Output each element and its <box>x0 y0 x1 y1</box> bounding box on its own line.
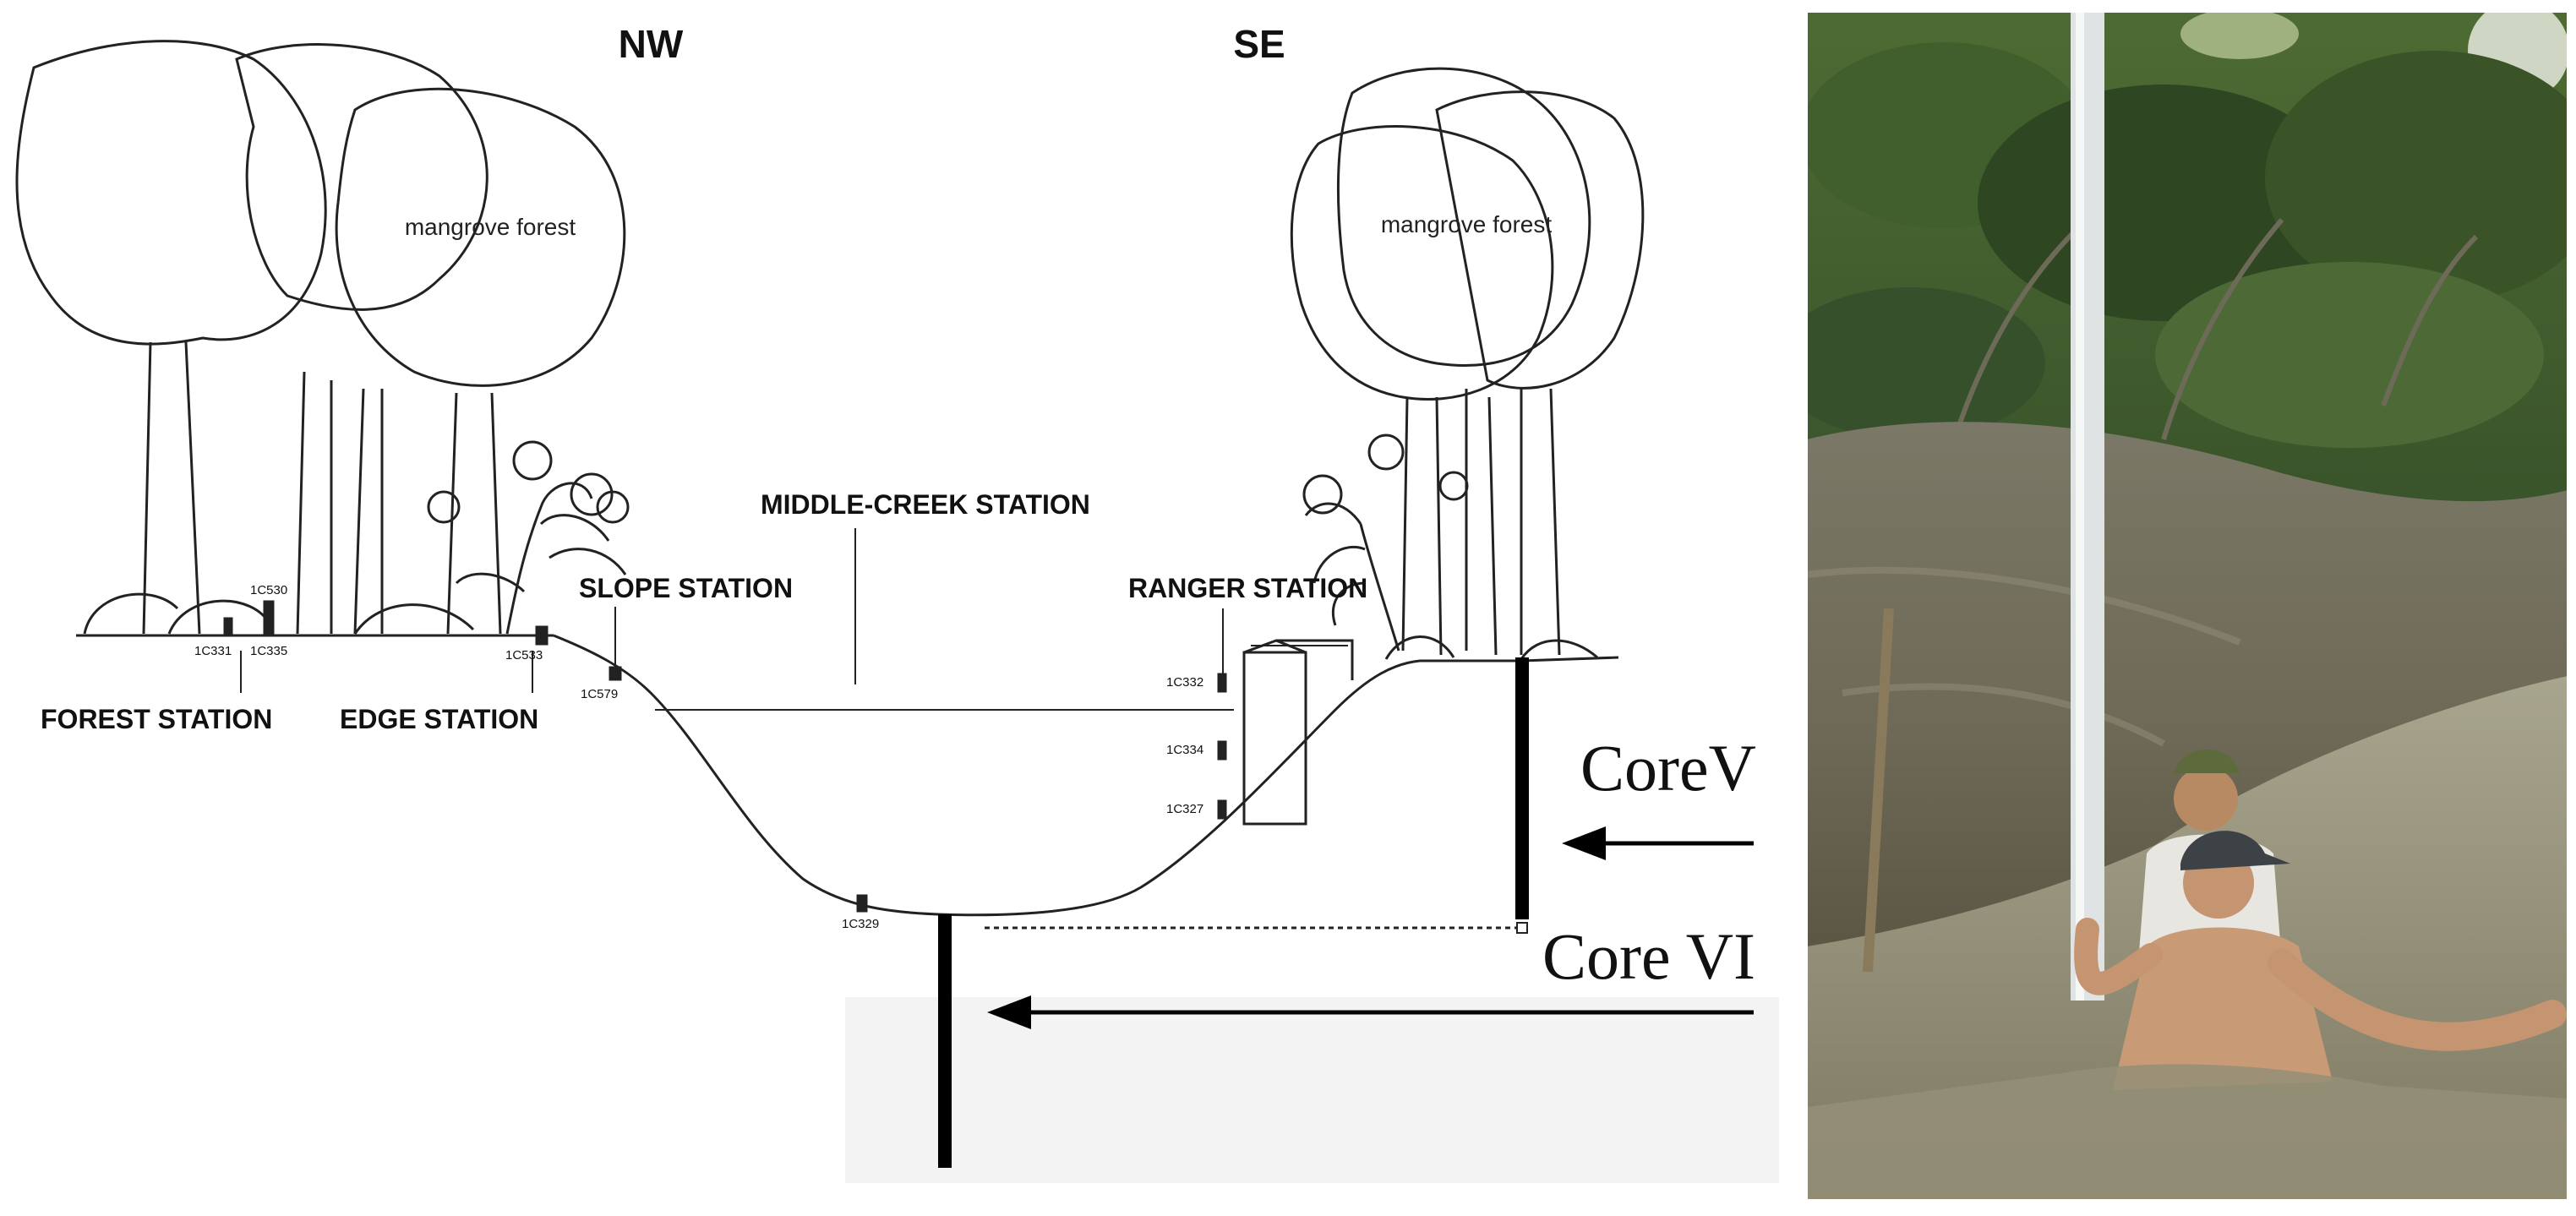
right-trunk-3 <box>1520 388 1561 656</box>
edge-stake <box>535 625 548 646</box>
sample-code-forest-a: 1C530 <box>250 583 287 597</box>
sample-code-forest-b: 1C331 <box>194 644 232 658</box>
left-tree-crown-2 <box>235 43 488 311</box>
left-forest-label: mangrove forest <box>405 214 576 240</box>
middle-creek-station-label: MIDDLE-CREEK STATION <box>761 489 1090 520</box>
right-tree-crown-3 <box>1290 125 1554 401</box>
left-prop-roots <box>83 592 475 635</box>
core-v-base-marker <box>1516 922 1528 934</box>
ranger-stake-mid <box>1217 740 1227 761</box>
sample-code-forest-c: 1C335 <box>250 644 287 658</box>
edge-station-label: EDGE STATION <box>340 704 538 734</box>
right-shrub <box>1304 502 1400 652</box>
field-photo <box>1806 11 2568 1201</box>
core-v-bar <box>1515 657 1529 919</box>
right-trunk-2 <box>1465 389 1498 656</box>
creek-profile <box>553 634 1619 917</box>
slope-stake <box>609 666 622 681</box>
left-shrub <box>455 482 627 635</box>
forest-stake-a <box>263 600 275 637</box>
core-vi-label: Core VI <box>1542 919 1755 993</box>
core-v-arrow <box>1562 826 1754 860</box>
left-trunk-1 <box>142 341 201 635</box>
cross-section-diagram: mangrove forest <box>15 40 1779 1183</box>
sample-code-creek-bottom: 1C329 <box>842 917 879 931</box>
left-tree-crown-1 <box>15 40 327 346</box>
right-forest: mangrove forest <box>1290 67 1645 660</box>
ranger-station-box <box>1242 639 1354 826</box>
ranger-stake-top <box>1217 673 1227 693</box>
core-vi-bar <box>938 914 952 1168</box>
core-background-shade <box>845 997 1779 1183</box>
left-trunk-2 <box>296 371 333 635</box>
sample-code-slope: 1C579 <box>581 687 618 701</box>
left-shrub-leaf-4 <box>427 490 461 524</box>
left-tree-crown-3 <box>335 87 626 387</box>
sample-code-edge: 1C533 <box>505 648 543 663</box>
left-trunk-4 <box>446 392 502 635</box>
right-shrub-leaf-2 <box>1302 474 1343 515</box>
ranger-station-label: RANGER STATION <box>1128 573 1367 603</box>
left-shrub-leaf-1 <box>512 440 553 481</box>
forest-station-label: FOREST STATION <box>41 704 272 734</box>
sample-code-ranger-low: 1C327 <box>1166 802 1203 816</box>
right-shrub-leaf-3 <box>1438 471 1469 501</box>
creek-bottom-stake <box>856 894 868 913</box>
slope-station-label: SLOPE STATION <box>579 573 793 603</box>
left-shrub-leaf-3 <box>596 490 630 524</box>
forest-stake-b <box>223 617 233 637</box>
right-prop-roots <box>1384 635 1598 660</box>
direction-nw: NW <box>619 22 684 66</box>
sample-code-ranger-top: 1C332 <box>1166 675 1203 690</box>
sample-code-ranger-mid: 1C334 <box>1166 743 1203 757</box>
left-shrub-leaf-2 <box>570 472 614 516</box>
right-shrub-leaf-1 <box>1367 434 1405 471</box>
core-v-label: CoreV <box>1580 731 1756 804</box>
direction-se: SE <box>1233 22 1285 66</box>
left-trunk-3 <box>353 388 384 635</box>
right-forest-label: mangrove forest <box>1381 211 1553 237</box>
core-vi-arrow <box>987 995 1754 1029</box>
left-forest: mangrove forest <box>15 40 630 635</box>
right-trunk-1 <box>1401 396 1443 656</box>
diagram-labels: NW SE FOREST STATION EDGE STATION SLOPE … <box>41 22 1756 993</box>
ranger-stake-low <box>1217 799 1227 820</box>
right-tree-crown-2 <box>1435 90 1645 390</box>
